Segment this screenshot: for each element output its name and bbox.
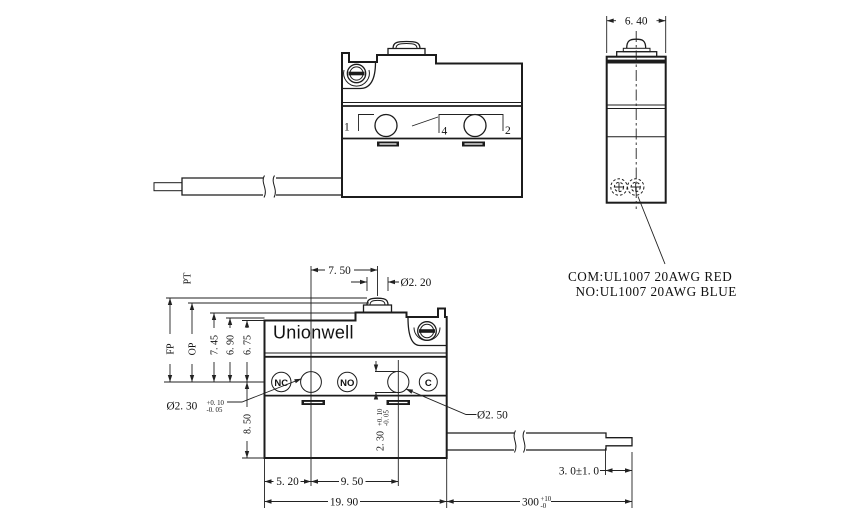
callout-hole-left-tol-plus: +0. 10 (207, 400, 225, 407)
dim-pitch-a: 5. 20 (264, 476, 311, 488)
wire-note-line2: NO:UL1007 20AWG BLUE (576, 284, 737, 299)
callout-hole-right-text: Ø2. 50 (477, 410, 508, 422)
terminal-hole-2 (463, 113, 487, 138)
dim-body-length-text: 19. 90 (330, 497, 359, 509)
terminal-nc-label: NC (274, 378, 288, 389)
dim-745-label: 7. 45 (210, 335, 221, 355)
dim-plunger-diameter-text: Ø2. 20 (401, 277, 432, 289)
dim-pitch-b-text: 9. 50 (341, 476, 364, 488)
lead-wire-right (446, 430, 633, 453)
plunger (387, 40, 426, 55)
terminal-c-ring (418, 372, 438, 392)
screw-detail (342, 61, 377, 90)
terminal-markings: NC NO C (271, 370, 438, 394)
wire-conductor (153, 182, 183, 192)
dim-wire-length-tol-minus: -0 (541, 503, 547, 510)
lead-wire-left (153, 175, 342, 198)
dim-fp-label: FP (166, 343, 177, 355)
terminal-c-label: C (425, 378, 432, 389)
dim-hole-mid-text: 2. 30 (376, 431, 387, 451)
end-view-plunger (616, 38, 658, 58)
main-screw-detail (407, 317, 447, 347)
callout-hole-right: Ø2. 50 (405, 388, 508, 422)
main-plunger (362, 297, 393, 313)
dim-plunger-diameter: Ø2. 20 (351, 277, 432, 291)
dim-height-lines: FP OP 7. 45 6. 90 6. 75 8. 50 PT (163, 273, 254, 458)
dim-pt-label: PT (183, 273, 194, 285)
brand-logo: Unionwell (273, 323, 354, 343)
dim-strip-length: 3. 0±1. 0 (559, 465, 632, 477)
dim-bottom-extensions (264, 360, 633, 508)
dim-body-width-text: 6. 40 (625, 15, 648, 27)
pin-markings: 1 4 2 (344, 114, 511, 138)
pin-2-label: 2 (505, 125, 511, 137)
wire-cross-sections (610, 178, 645, 196)
main-body-outline (263, 307, 448, 459)
terminal-hole-1 (374, 113, 398, 138)
wire-spec-note: COM:UL1007 20AWG RED NO:UL1007 20AWG BLU… (568, 269, 737, 299)
dim-pitch-a-text: 5. 20 (276, 476, 299, 488)
dim-pitch-b: 9. 50 (311, 476, 399, 488)
dim-body-length: 19. 90 (264, 497, 447, 509)
callout-hole-left-tol-minus: -0. 05 (207, 407, 223, 414)
dim-wire-length: 300 +10 -0 (446, 496, 632, 510)
dim-strip-length-text: 3. 0±1. 0 (559, 465, 599, 477)
terminal-nc-ring (271, 371, 292, 393)
dim-body-width: 6. 40 (606, 15, 667, 53)
wire-note-line1: COM:UL1007 20AWG RED (568, 269, 732, 284)
dim-hole-mid-tol-plus: +0. 10 (377, 408, 384, 426)
dim-height-references (164, 297, 369, 459)
dim-690-label: 6. 90 (226, 335, 237, 355)
dim-hole-mid-tol-minus: -0. 05 (384, 410, 391, 426)
terminal-no-ring (337, 371, 358, 393)
side-view-top: 1 4 2 (153, 40, 523, 198)
main-terminal-tabs (301, 400, 410, 405)
dim-plunger-position-text: 7. 50 (328, 265, 351, 277)
cover-seal-band (606, 59, 666, 64)
main-view: Unionwell NC NO C (263, 297, 633, 459)
dimensions: 7. 50 Ø2. 20 (163, 265, 633, 510)
dim-675-label: 6. 75 (243, 335, 254, 355)
pin-1-label: 1 (344, 122, 350, 134)
terminal-no-label: NO (340, 378, 354, 389)
dim-wire-length-text: 300 (522, 497, 539, 509)
callout-hole-left: Ø2. 30 +0. 10 -0. 05 (167, 378, 302, 414)
switch-body-outline (341, 52, 523, 198)
pin-4-label: 4 (442, 126, 448, 138)
wire-note-leader (637, 196, 666, 265)
callout-hole-left-text: Ø2. 30 (167, 401, 198, 413)
dim-hole-mid: 2. 30 +0. 10 -0. 05 (373, 361, 396, 451)
dim-wire-length-tol-plus: +10 (541, 496, 552, 503)
terminal-tab (377, 141, 485, 147)
dim-850-label: 8. 50 (243, 414, 254, 434)
dim-op-label: OP (188, 342, 199, 355)
end-view: 6. 40 (605, 15, 667, 265)
